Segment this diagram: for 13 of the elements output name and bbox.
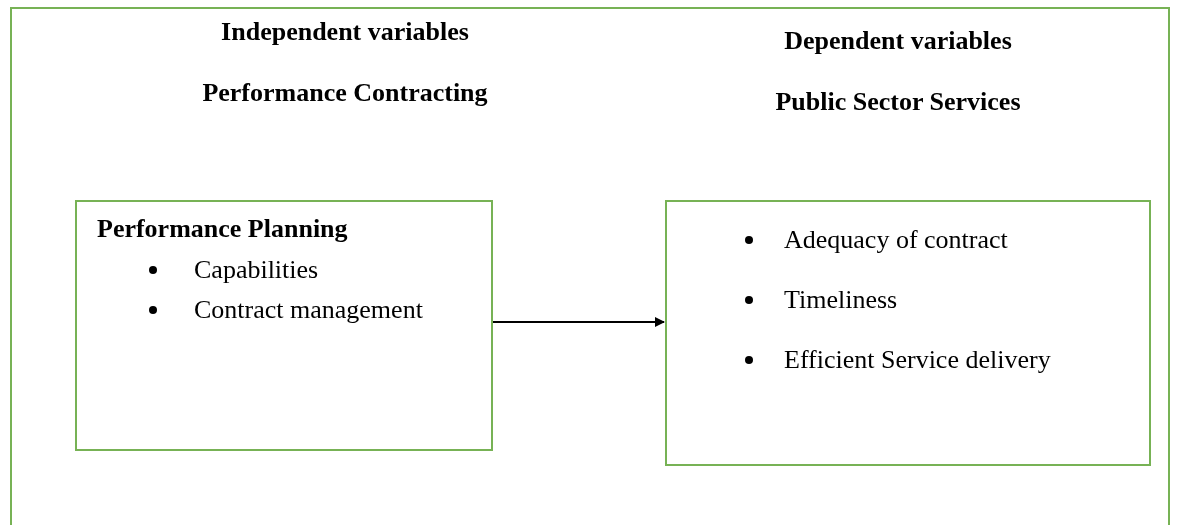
variable-box — [75, 200, 493, 451]
column-heading: Dependent variables — [784, 26, 1012, 56]
column-heading: Independent variables — [221, 17, 469, 47]
column-heading: Performance Contracting — [202, 78, 488, 108]
bullet-item: Capabilities — [77, 254, 481, 286]
variable-box — [665, 200, 1151, 466]
bullet-item: Timeliness — [667, 284, 1139, 316]
bullet-item: Efficient Service delivery — [667, 344, 1139, 376]
bullet-item: Contract management — [77, 294, 481, 326]
bullet-item: Adequacy of contract — [667, 224, 1139, 256]
box-heading: Performance Planning — [97, 214, 349, 244]
arrow — [492, 317, 665, 327]
column-heading: Public Sector Services — [775, 87, 1021, 117]
